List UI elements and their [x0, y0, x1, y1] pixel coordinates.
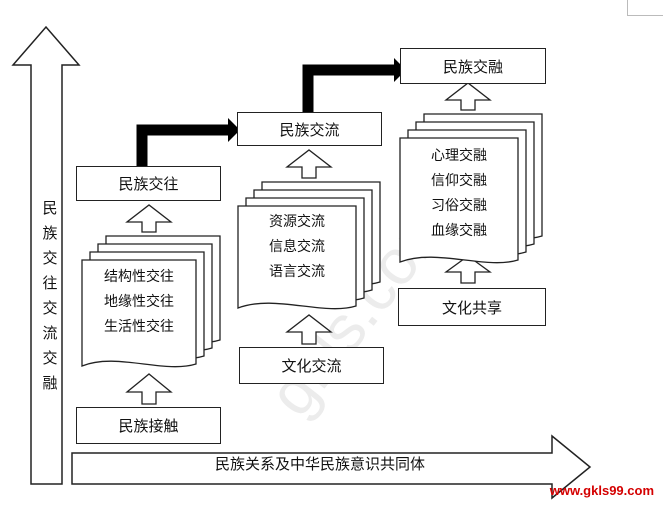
node-communication: 民族交流: [237, 112, 382, 146]
doc-line: 血缘交融: [431, 223, 487, 239]
up-arrow-cultural-exchange: [285, 314, 333, 345]
node-interaction: 民族交往: [76, 166, 221, 201]
doc-stack-fusion: [399, 113, 543, 264]
thick-arrow-1-head: [228, 118, 240, 142]
horizontal-axis-arrow: [71, 434, 592, 500]
doc-line: 心理交融: [431, 148, 487, 164]
doc-text-interaction: 结构性交往 地缘性交往 生活性交往: [82, 265, 196, 340]
doc-line: 习俗交融: [431, 198, 487, 214]
doc-line: 结构性交往: [104, 269, 174, 285]
node-fusion: 民族交融: [400, 48, 546, 84]
doc-line: 资源交流: [269, 214, 325, 230]
corner-mark: [627, 0, 663, 16]
doc-line: 语言交流: [269, 264, 325, 280]
up-arrow-communication: [285, 149, 333, 179]
doc-stack-communication: [237, 181, 381, 310]
thick-arrow-2: [302, 64, 396, 113]
up-arrow-contact: [125, 373, 173, 405]
doc-stack-interaction: [81, 235, 221, 368]
doc-line: 信仰交融: [431, 173, 487, 189]
vertical-axis-label: 民族交往交流交融: [42, 199, 58, 392]
doc-text-communication: 资源交流 信息交流 语言交流: [238, 210, 356, 285]
node-cultural-sharing: 文化共享: [398, 288, 546, 326]
vertical-axis-arrow: [11, 25, 81, 485]
up-arrow-cultural-sharing: [444, 255, 492, 284]
node-cultural-exchange: 文化交流: [239, 347, 384, 384]
node-contact: 民族接触: [76, 407, 221, 444]
up-arrow-fusion: [444, 82, 492, 111]
thick-arrow-1: [136, 124, 230, 167]
doc-line: 生活性交往: [104, 319, 174, 335]
up-arrow-interaction: [125, 204, 173, 233]
doc-line: 地缘性交往: [104, 294, 174, 310]
doc-line: 信息交流: [269, 239, 325, 255]
site-watermark: www.gkls99.com: [549, 483, 654, 498]
doc-text-fusion: 心理交融 信仰交融 习俗交融 血缘交融: [400, 144, 518, 244]
horizontal-axis-label: 民族关系及中华民族意识共同体: [214, 455, 425, 473]
